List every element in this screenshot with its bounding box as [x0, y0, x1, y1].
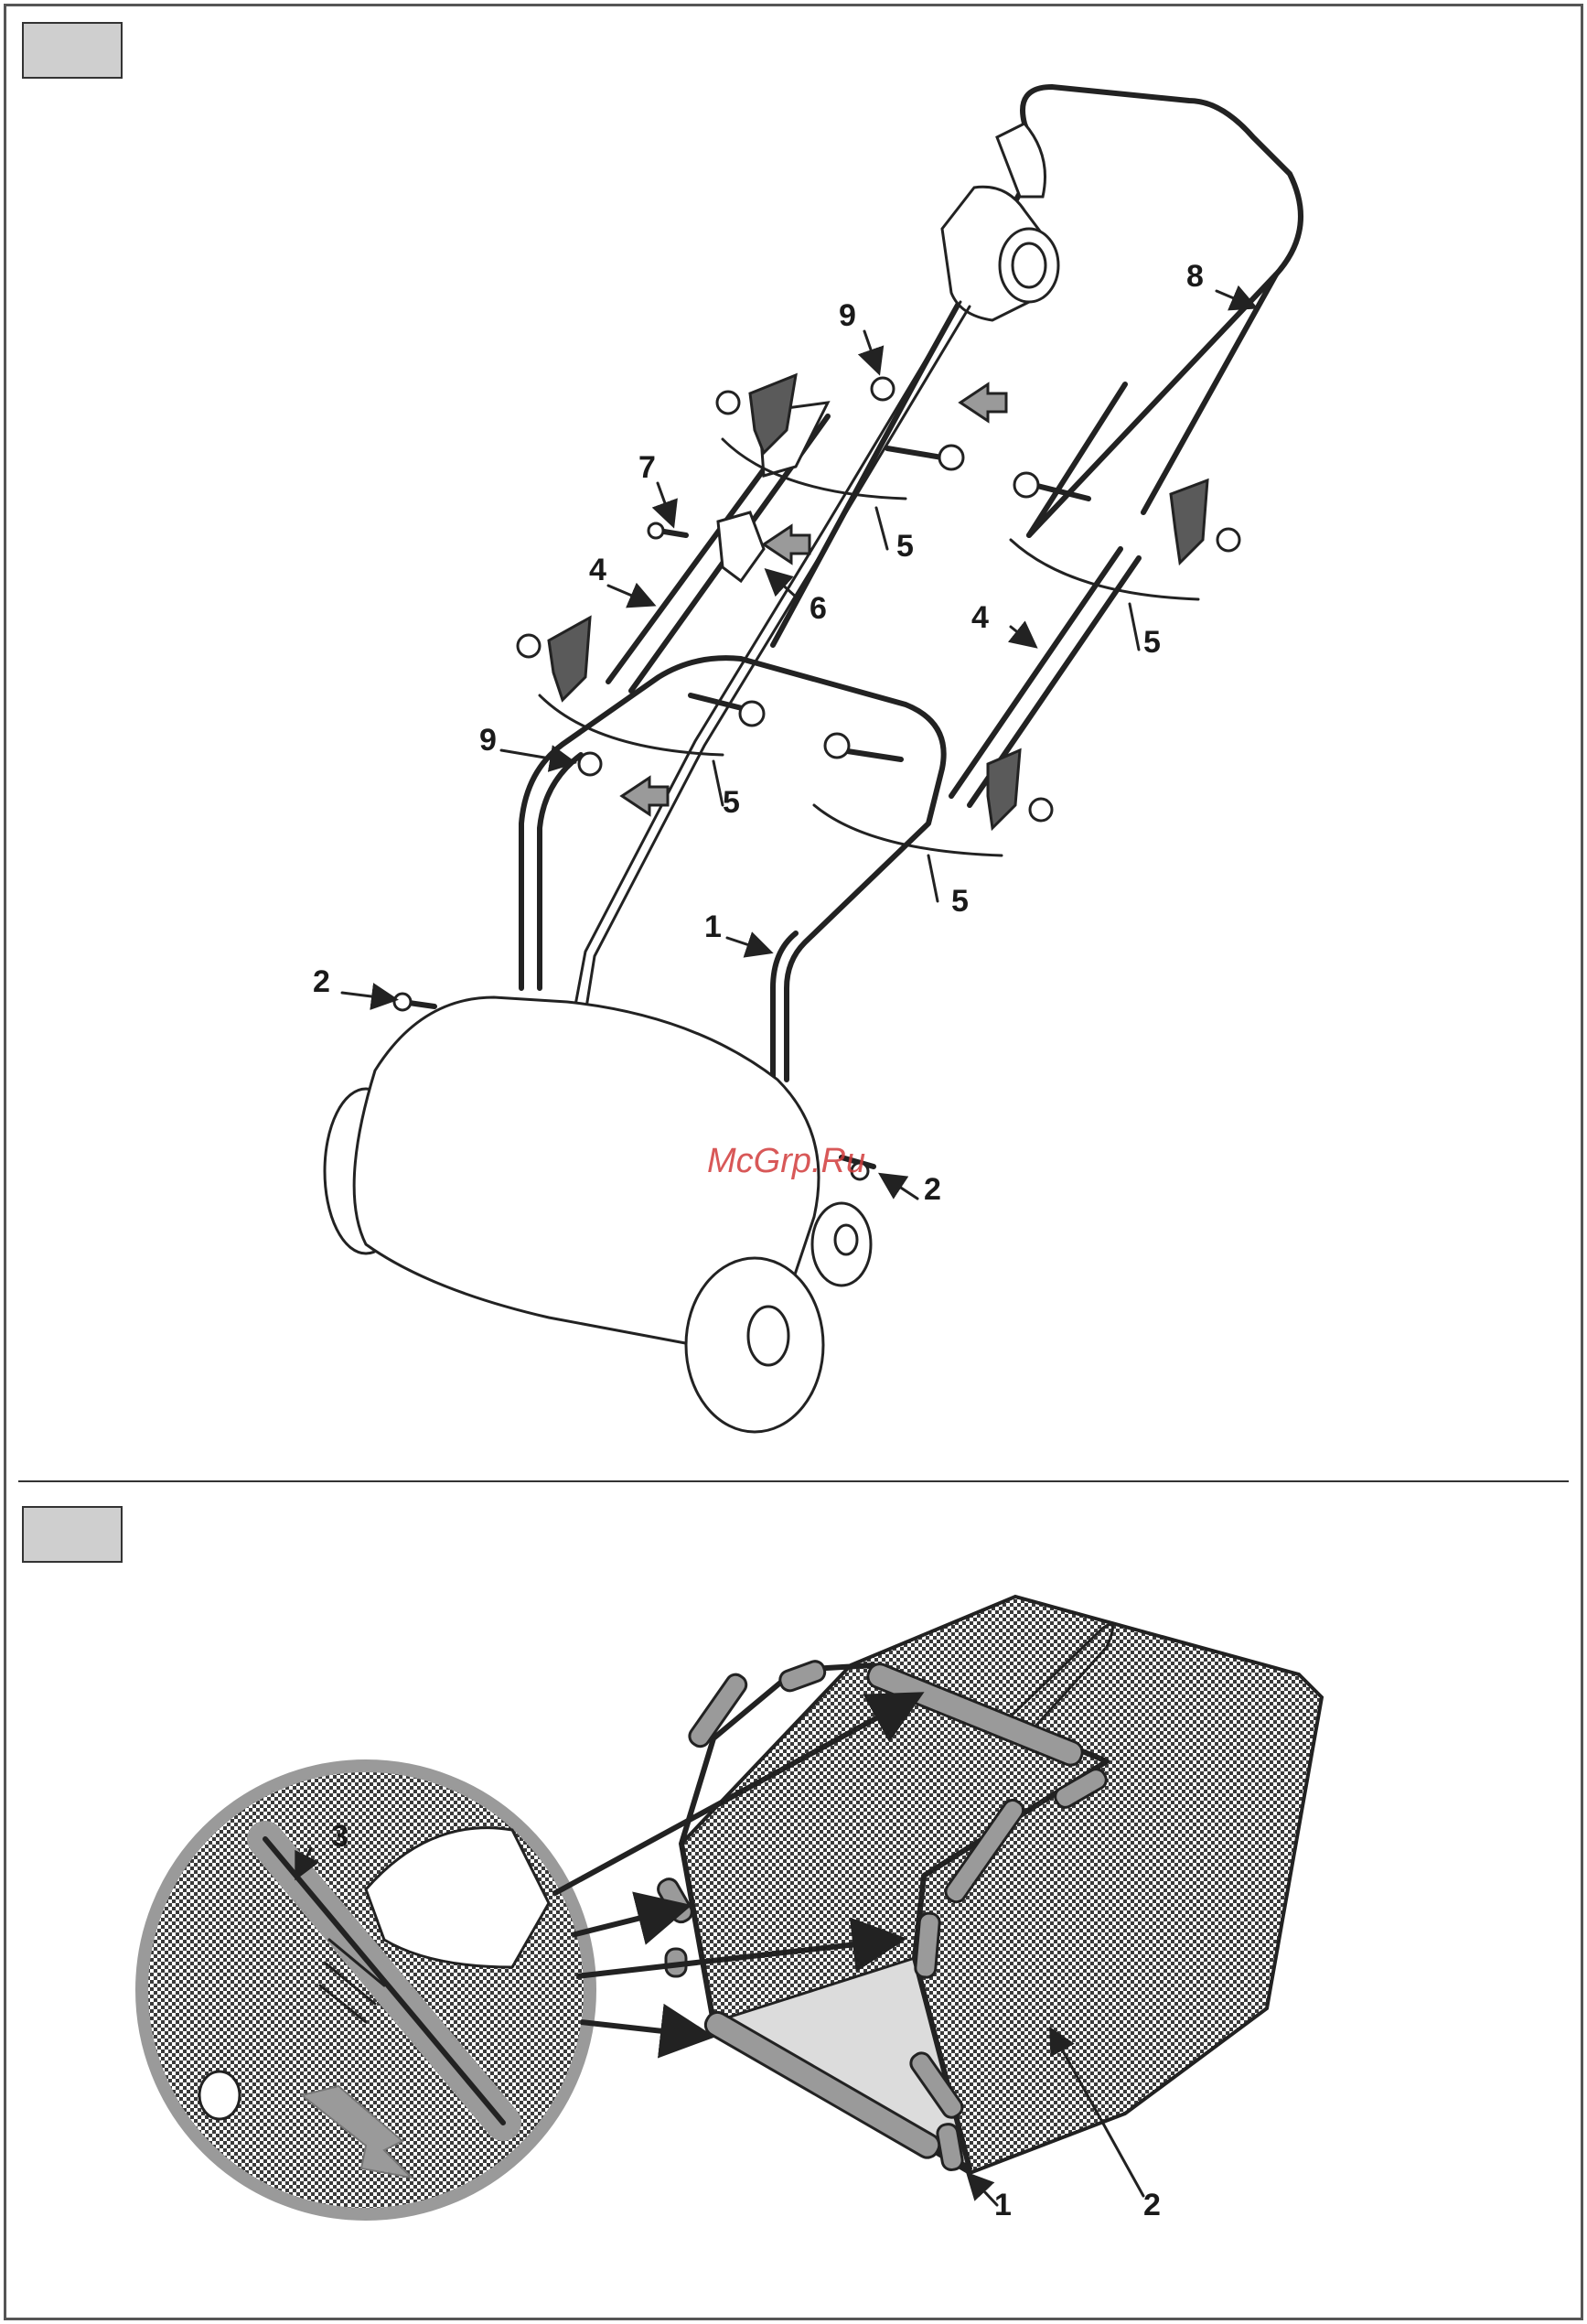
callout-2: 2	[313, 966, 330, 997]
callout-4: 4	[589, 554, 606, 586]
wing-nuts	[518, 375, 1239, 828]
switch-box	[942, 124, 1058, 320]
callout-7: 7	[638, 452, 656, 483]
callout-2: 2	[1143, 2190, 1161, 2221]
callout-5: 5	[896, 531, 914, 562]
callout-2: 2	[924, 1174, 941, 1205]
callout-8: 8	[1186, 261, 1204, 292]
callout-9: 9	[839, 300, 856, 331]
callout-3: 3	[331, 1821, 348, 1852]
cable-clips	[579, 378, 894, 775]
callout-6: 6	[810, 593, 827, 624]
watermark: McGrp.Ru	[707, 1142, 865, 1181]
callout-4: 4	[971, 602, 989, 633]
callout-1: 1	[704, 911, 722, 942]
callout-5: 5	[951, 886, 969, 917]
callout-5: 5	[723, 787, 740, 818]
callout-1: 1	[994, 2190, 1012, 2221]
callout-9: 9	[479, 725, 497, 756]
callout-5: 5	[1143, 627, 1161, 658]
detail-magnifier	[142, 1766, 590, 2214]
